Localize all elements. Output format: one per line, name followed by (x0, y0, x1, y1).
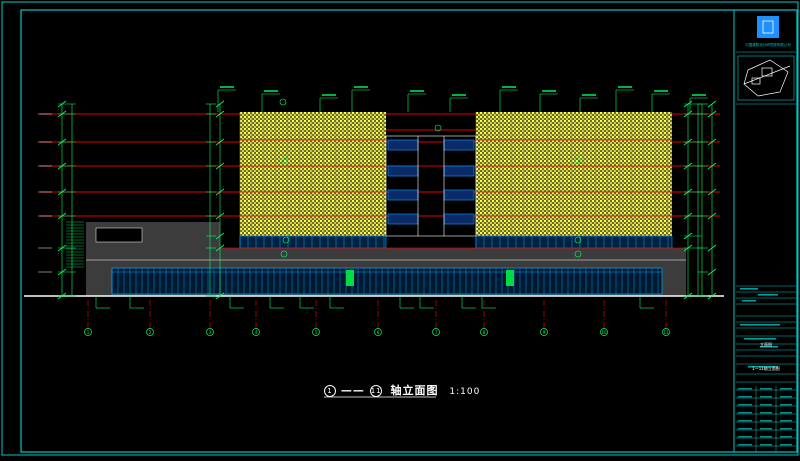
title-axis-start: 1 (324, 385, 336, 397)
detail-marker (574, 156, 582, 164)
lower-glass-band (475, 235, 673, 249)
grid-label: 8 (483, 330, 486, 335)
grid-bubble (432, 328, 440, 336)
title-axis-end: 11 (369, 385, 382, 397)
grid-label: 2 (149, 330, 152, 335)
podium-glass-strip (111, 267, 663, 295)
right-dimensions (683, 100, 717, 300)
drawing-title: 1 —— 11 轴立面图 1:100 (324, 382, 480, 398)
lower-glazing (220, 235, 686, 249)
left-dimensions (38, 100, 225, 300)
grid-bubble (600, 328, 608, 336)
grid-label: 7 (435, 330, 438, 335)
lower-glass-band (239, 235, 387, 249)
green-door-1 (346, 270, 354, 286)
top-annotations (95, 86, 708, 309)
core-window (443, 213, 475, 225)
podium-glazing (86, 259, 686, 295)
detail-marker (280, 156, 288, 164)
title-text: 轴立面图 (390, 384, 439, 397)
detail-marker (574, 250, 582, 258)
key-plan-frame (737, 55, 795, 101)
grid-label: 6 (377, 330, 380, 335)
grid-bubble (84, 328, 92, 336)
core-window (387, 139, 419, 151)
screen-mullions (239, 112, 672, 236)
grid-label: 5 (315, 330, 318, 335)
core-window (443, 165, 475, 177)
podium-opening (95, 227, 143, 243)
detail-marker (282, 236, 290, 244)
core-window (443, 189, 475, 201)
grid-label: 11 (663, 330, 669, 335)
screen-facade-left (240, 112, 386, 236)
grid-bubble (540, 328, 548, 336)
company-name: 中国建筑设计研究院有限公司 (745, 42, 791, 47)
key-plan (743, 59, 791, 97)
company-logo (757, 16, 779, 38)
drawing-scale: 1:100 (449, 387, 481, 397)
grid-bubble (146, 328, 154, 336)
inner-frame (20, 9, 798, 453)
grid-bubble (206, 328, 214, 336)
grid-label: 3 (209, 330, 212, 335)
grid-bubble (252, 328, 260, 336)
grid-label: 1 (87, 330, 90, 335)
grid-axes: 1 2 3 4 5 6 7 8 9 10 11 (84, 300, 670, 336)
sheet-title: 1—11轴立面图 (752, 365, 780, 371)
grid-label: 4 (255, 330, 258, 335)
drawing-type: 立面图 (760, 341, 772, 347)
detail-marker (434, 124, 442, 132)
grid-bubble (480, 328, 488, 336)
core-window (387, 189, 419, 201)
grid-bubble (312, 328, 320, 336)
detail-marker (574, 236, 582, 244)
core-window (387, 165, 419, 177)
grid-bubble (374, 328, 382, 336)
grid-label: 10 (601, 330, 607, 335)
grid-label: 9 (543, 330, 546, 335)
detail-marker (280, 250, 288, 258)
core-glazing-bands (386, 129, 476, 236)
core-window (387, 213, 419, 225)
detail-marker (279, 98, 287, 106)
grid-bubble (662, 328, 670, 336)
middle-core (385, 135, 477, 237)
core-window (443, 139, 475, 151)
screen-facade-right (476, 112, 672, 236)
green-door-2 (506, 270, 514, 286)
